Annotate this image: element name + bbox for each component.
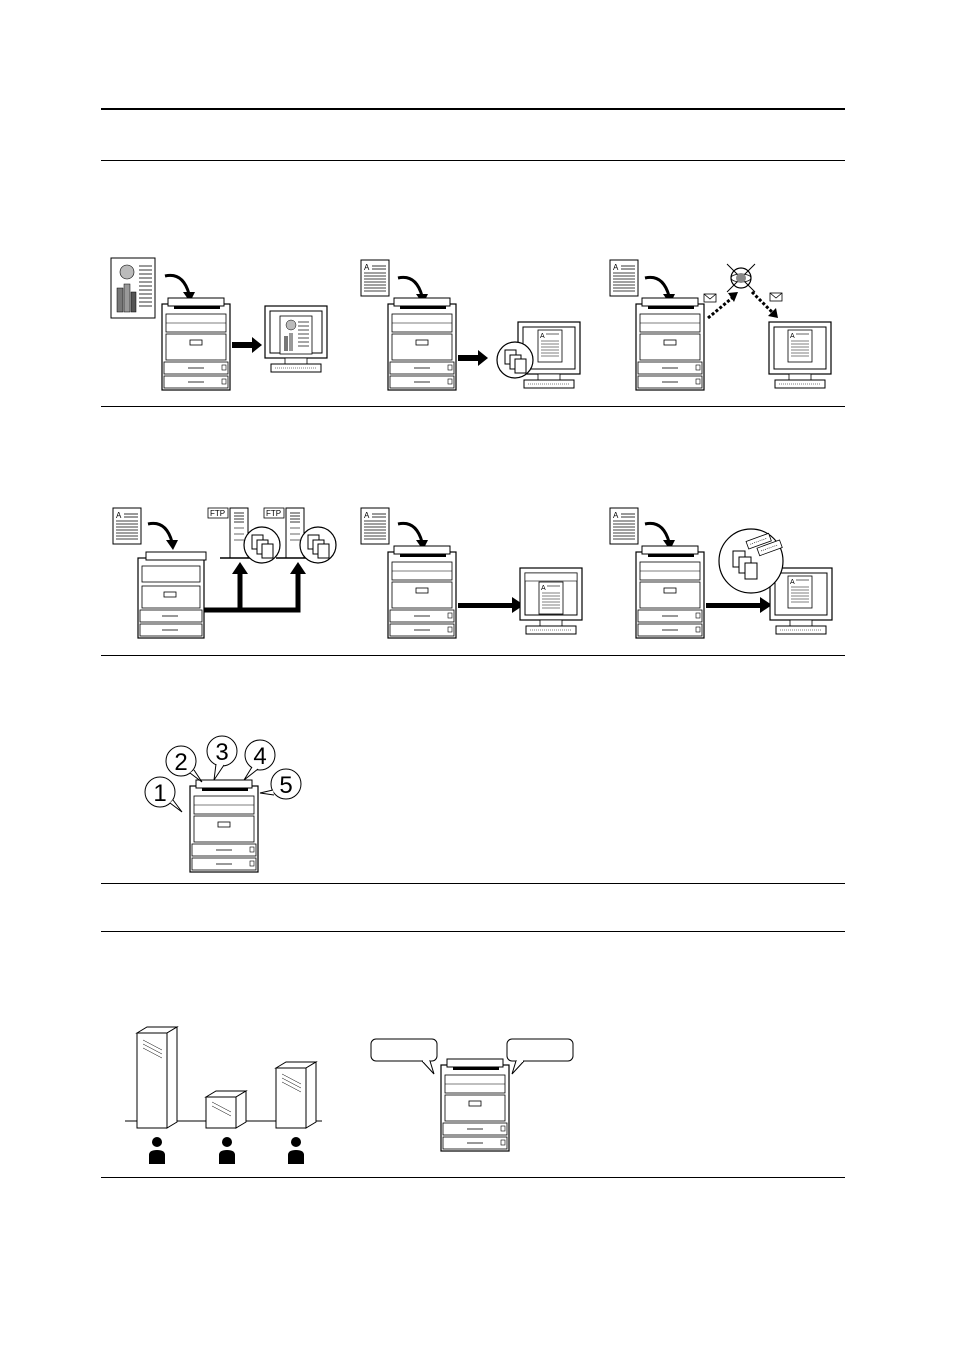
callout-2: 2 bbox=[165, 745, 203, 783]
callout-3: 3 bbox=[206, 735, 238, 781]
callout-1: 1 bbox=[144, 776, 183, 813]
section-rule-4 bbox=[101, 883, 845, 884]
section-rule-3 bbox=[101, 655, 845, 656]
panel-scan-to-ftp: FTP FTP bbox=[112, 507, 337, 639]
callout-2-number: 2 bbox=[174, 749, 187, 776]
ftp-label-left: FTP bbox=[210, 509, 225, 518]
callout-4: 4 bbox=[243, 739, 276, 781]
ftp-tag-left bbox=[207, 507, 229, 519]
copier-large bbox=[137, 551, 207, 639]
ftp-label-right: FTP bbox=[266, 509, 281, 518]
callout-4-number: 4 bbox=[253, 743, 266, 770]
section-rule-1 bbox=[101, 160, 845, 161]
color-document-icon bbox=[110, 257, 156, 319]
panel-scan-to-email bbox=[609, 259, 832, 391]
panel-copier-bubbles bbox=[370, 1038, 574, 1152]
box-tall bbox=[135, 1026, 179, 1129]
panel-scan-to-pc-color bbox=[110, 257, 328, 391]
callout-5: 5 bbox=[259, 768, 302, 800]
box-short bbox=[204, 1090, 248, 1129]
panel-numbered-parts: 1 2 3 4 5 bbox=[144, 735, 302, 873]
panel-scan-with-tags bbox=[609, 507, 833, 639]
panel-user-storage bbox=[125, 1026, 322, 1164]
section-rule-6 bbox=[101, 1177, 845, 1178]
tagged-files-icon bbox=[718, 528, 784, 594]
panel-scan-to-smb bbox=[360, 507, 583, 639]
callout-5-number: 5 bbox=[279, 772, 292, 799]
top-rule bbox=[101, 108, 845, 110]
callout-1-number: 1 bbox=[153, 780, 166, 807]
speech-bubble-right bbox=[506, 1038, 574, 1075]
panel-scan-to-folder bbox=[360, 259, 581, 391]
section-rule-2 bbox=[101, 406, 845, 407]
ftp-tag-right bbox=[263, 507, 285, 519]
callout-3-number: 3 bbox=[215, 739, 228, 766]
box-medium bbox=[274, 1061, 318, 1129]
speech-bubble-left bbox=[370, 1038, 438, 1075]
network-globe-icon bbox=[726, 263, 756, 293]
section-rule-5 bbox=[101, 931, 845, 932]
color-screen-doc bbox=[279, 315, 313, 355]
